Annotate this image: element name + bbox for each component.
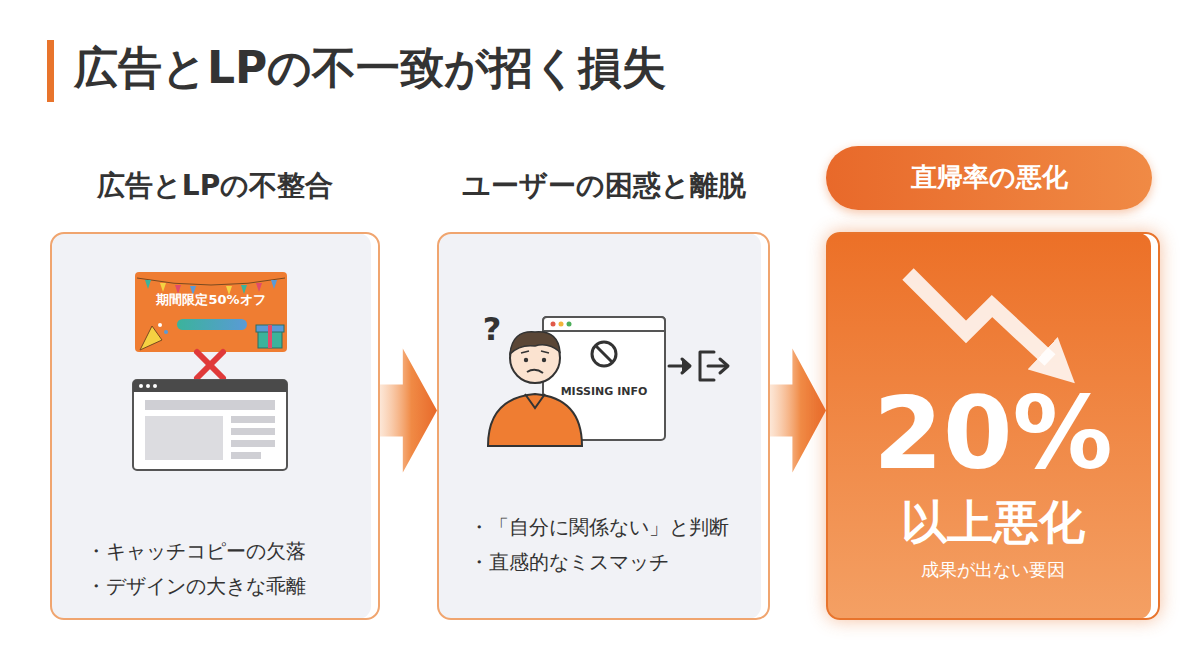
result-text: 20% bbox=[828, 384, 1158, 484]
banner-ad-part bbox=[177, 319, 247, 330]
exit-icon bbox=[669, 352, 728, 380]
bullet-text: ・キャッチコピーの欠落 bbox=[86, 540, 306, 563]
landing-page-window-part bbox=[145, 400, 275, 410]
landing-page-window-part bbox=[231, 440, 275, 447]
result-panel: 20% 以上悪化成果が出ない要因 bbox=[826, 232, 1160, 620]
flow-arrow bbox=[770, 348, 826, 472]
exit-icon-part bbox=[720, 359, 728, 373]
column-heading: 広告とLPの不整合 bbox=[52, 170, 378, 202]
falling-trend-arrow-part bbox=[908, 274, 1050, 360]
column-heading: ユーザーの困惑と離脱 bbox=[439, 170, 768, 202]
banner-ad-part bbox=[268, 325, 272, 348]
flow-arrow bbox=[380, 348, 437, 472]
diagram-title: 広告とLPの不一致が招く損失 bbox=[74, 42, 666, 95]
missing-info-window-part bbox=[551, 322, 556, 327]
missing-info-window-part bbox=[596, 346, 612, 362]
result-text: 直帰率の悪化 bbox=[911, 163, 1068, 193]
confused-user-part bbox=[525, 394, 545, 408]
landing-page-window-part bbox=[231, 452, 261, 459]
bullet-text: ・デザインの大きな乖離 bbox=[86, 575, 306, 598]
landing-page-window-part bbox=[231, 416, 275, 423]
banner-ad-part bbox=[137, 278, 285, 285]
landing-page-window bbox=[133, 380, 287, 470]
exit-icon-part bbox=[708, 365, 726, 368]
missing-info-window-part bbox=[559, 322, 564, 327]
landing-page-window-part bbox=[231, 428, 275, 435]
banner-ad-part bbox=[160, 283, 166, 292]
landing-page-window-part bbox=[139, 384, 143, 388]
missing-info-window-part bbox=[567, 322, 572, 327]
banner-ad bbox=[135, 272, 287, 352]
banner-ad-part bbox=[140, 326, 162, 350]
confused-user-part bbox=[542, 358, 546, 362]
result-heading-pill: 直帰率の悪化 bbox=[826, 146, 1152, 210]
process-panel: ユーザーの困惑と離脱・「自分に関係ない」と判断・直感的なミスマッチ bbox=[437, 232, 770, 620]
confused-user-part bbox=[521, 351, 549, 353]
panel-ground bbox=[438, 233, 761, 619]
mismatch-cross-part bbox=[197, 352, 223, 378]
landing-page-window-part bbox=[153, 384, 157, 388]
process-panel: 広告とLPの不整合・キャッチコピーの欠落・デザインの大きな乖離 bbox=[50, 232, 380, 620]
mismatch-cross bbox=[197, 352, 223, 378]
falling-trend-arrow bbox=[908, 274, 1050, 360]
confused-user-part bbox=[524, 358, 528, 362]
window-text: MISSING INFO bbox=[561, 386, 648, 398]
banner-ad-part bbox=[271, 280, 277, 289]
landing-page-window-part bbox=[133, 380, 287, 392]
bullet-text: ・直感的なミスマッチ bbox=[469, 551, 669, 574]
landing-page-window-part bbox=[145, 416, 223, 460]
mismatch-cross-part bbox=[197, 352, 223, 378]
title-bar bbox=[47, 40, 54, 102]
banner-ad-part bbox=[145, 280, 151, 289]
exit-icon-part bbox=[682, 359, 690, 373]
banner-ad-part bbox=[164, 330, 168, 334]
banner-ad-part bbox=[158, 323, 162, 327]
result-text: 成果が出ない要因 bbox=[828, 560, 1158, 581]
missing-info-window-part bbox=[543, 317, 665, 331]
banner-ad-part bbox=[256, 283, 262, 292]
missing-info-window-part bbox=[592, 342, 616, 366]
banner-ad-part bbox=[135, 272, 287, 352]
confused-user-part bbox=[527, 370, 543, 373]
landing-page-window-part bbox=[133, 380, 287, 470]
banner-text: 期間限定50%オフ bbox=[156, 293, 265, 307]
confused-user-part bbox=[488, 394, 582, 446]
confused-user-part bbox=[510, 332, 560, 354]
result-text: 以上悪化 bbox=[828, 496, 1158, 549]
panel-ground bbox=[51, 233, 371, 619]
bullet-text: ・「自分に関係ない」と判断 bbox=[469, 516, 729, 539]
landing-page-window-part bbox=[146, 384, 150, 388]
question-mark: ? bbox=[483, 312, 502, 347]
